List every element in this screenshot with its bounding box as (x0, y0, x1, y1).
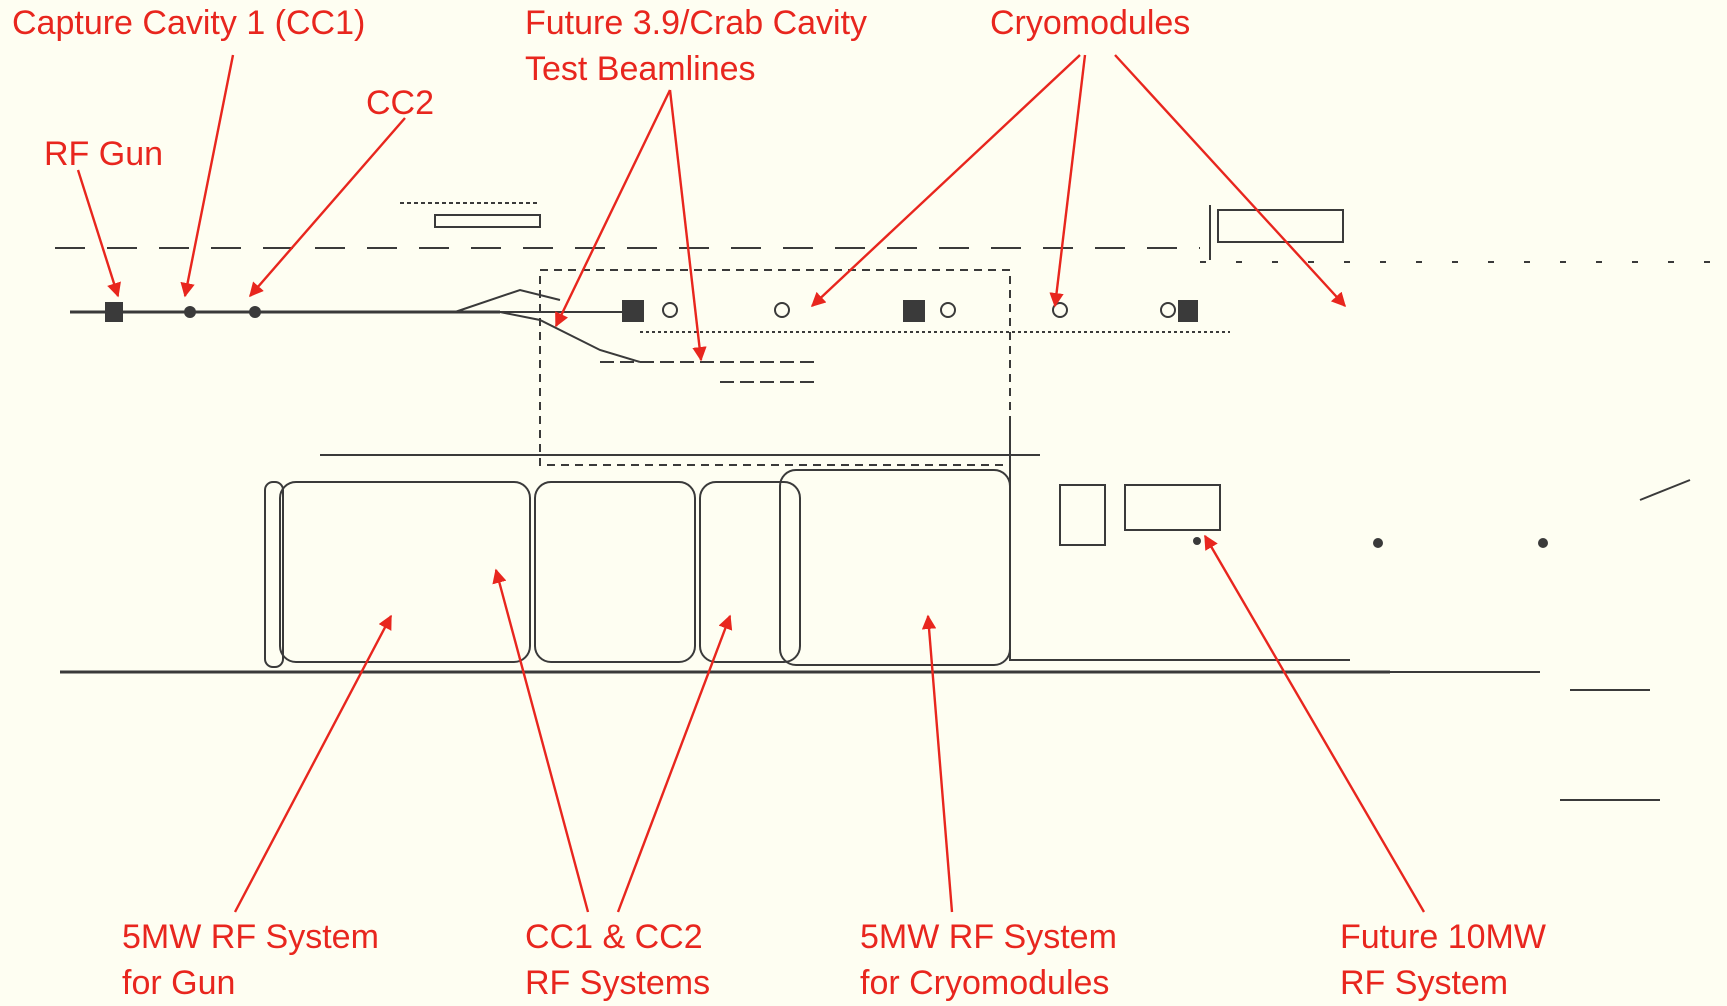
cryomodule-1-block (622, 300, 644, 322)
cryomodule-2-block (903, 300, 925, 322)
leader-arrows (76, 54, 1426, 913)
gun-rf-bay (279, 481, 531, 663)
ring-2 (774, 302, 790, 318)
future-10mw-room (1124, 484, 1221, 531)
label-cc1: Capture Cavity 1 (CC1) (12, 4, 366, 42)
label-cc2: CC2 (366, 84, 435, 122)
test-beamline-branch (499, 311, 641, 363)
ring-5 (1160, 302, 1176, 318)
small-mark-3 (1193, 537, 1201, 545)
left-corridor (264, 481, 284, 668)
label-cryo-rf-system: 5MW RF System for Cryomodules (860, 918, 1117, 1002)
arrow-gun-rf-system (233, 614, 393, 913)
arrow-test-beamline-2 (668, 89, 707, 362)
small-room (1059, 484, 1106, 546)
floor-plan-lines (55, 202, 1720, 801)
cc2-element (249, 306, 261, 318)
small-mark-1 (1373, 538, 1383, 548)
arrow-cc2 (249, 117, 406, 298)
label-cc-rf-systems: CC1 & CC2 RF Systems (525, 918, 711, 1002)
label-test-beamlines: Future 3.9/Crab Cavity Test Beamlines (525, 4, 868, 88)
upper-branch (454, 288, 561, 313)
top-right-box (1217, 209, 1344, 243)
arrow-future-10mw (1203, 534, 1426, 913)
tunnel-enclosure (539, 269, 1011, 466)
cryomodule-3-block (1178, 300, 1198, 322)
ring-3 (940, 302, 956, 318)
rf-gun-block (105, 302, 123, 322)
arrow-cryomodule-1 (810, 54, 1081, 307)
label-future-10mw: Future 10MW RF System (1340, 918, 1546, 1002)
arrow-cryo-rf-system (921, 614, 954, 913)
arrow-cryomodule-2 (1049, 54, 1087, 308)
arrow-cc-rf-2 (616, 614, 733, 913)
label-rf-gun: RF Gun (44, 135, 164, 173)
cc-rf-bay-2 (699, 481, 801, 663)
arrow-cc1 (180, 54, 235, 298)
label-gun-rf-system: 5MW RF System for Gun (122, 918, 379, 1002)
cryo-rf-bay (779, 469, 1011, 666)
label-cryomodules: Cryomodules (990, 4, 1191, 42)
arrow-test-beamline-1 (554, 89, 672, 328)
arrow-cryomodule-3 (1114, 54, 1346, 308)
right-corridor (1009, 420, 1350, 661)
small-mark-2 (1538, 538, 1548, 548)
cryomodule-markers (105, 300, 1548, 548)
arrow-cc-rf-1 (492, 568, 590, 913)
top-box (434, 214, 541, 228)
cc1-element (184, 306, 196, 318)
arrow-rf-gun (76, 169, 121, 298)
right-edge-line (1639, 479, 1691, 501)
ring-1 (662, 302, 678, 318)
cc-rf-bay-1 (534, 481, 696, 663)
